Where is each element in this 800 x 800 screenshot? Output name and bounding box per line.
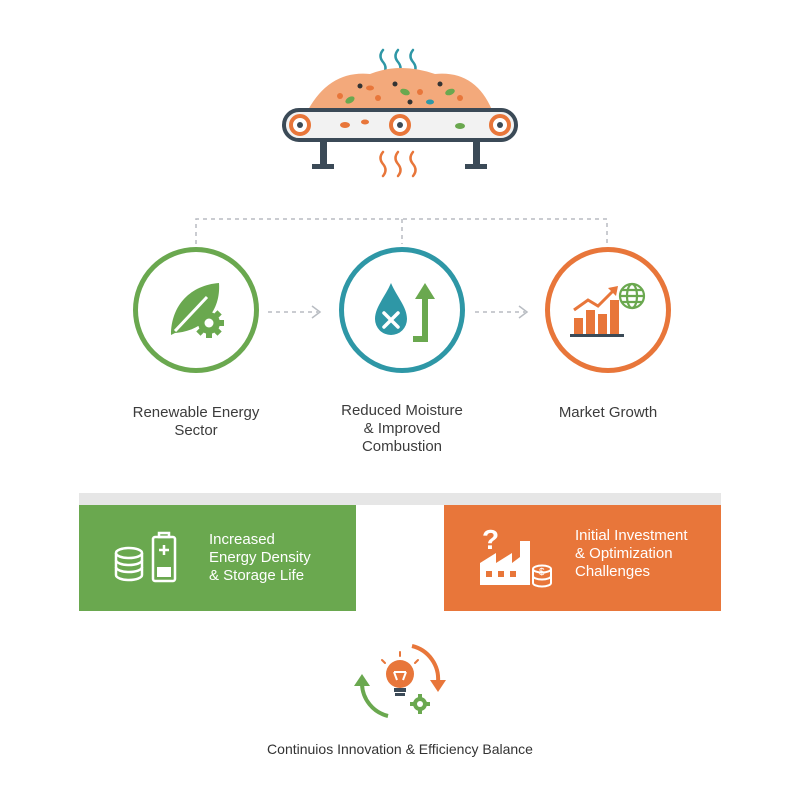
- leaf-gear-icon: [171, 283, 224, 338]
- challenge-panel: ? $ Initial Investment & Optimization Ch…: [444, 505, 721, 611]
- stage-market-growth: [545, 247, 671, 373]
- challenge-text: Initial Investment & Optimization Challe…: [575, 527, 688, 580]
- stage-label-reduced-moisture: Reduced Moisture & Improved Combustion: [341, 402, 463, 455]
- stage-label-renewable-energy: Renewable Energy Sector: [132, 404, 260, 439]
- coins-battery-icon: [114, 531, 177, 583]
- growth-chart-globe-icon: [570, 282, 646, 337]
- svg-text:$: $: [539, 567, 545, 578]
- footer-label: Continuios Innovation & Efficiency Balan…: [267, 741, 533, 757]
- stage-reduced-moisture: [339, 247, 465, 373]
- factory-question-icon: ? $: [480, 524, 552, 588]
- water-drop-arrow-icon: [375, 283, 435, 342]
- flow-connector: [195, 218, 608, 319]
- benefit-panel: Increased Energy Density & Storage Life: [79, 505, 356, 611]
- divider-band: [79, 493, 721, 505]
- benefit-text: Increased Energy Density & Storage Life: [209, 531, 311, 584]
- lightbulb-cycle-icon: [354, 644, 446, 718]
- stage-label-market-growth: Market Growth: [558, 404, 658, 421]
- biomass-conveyor-dryer-icon: [282, 48, 518, 178]
- stage-renewable-energy: [133, 247, 259, 373]
- svg-text:?: ?: [482, 524, 499, 555]
